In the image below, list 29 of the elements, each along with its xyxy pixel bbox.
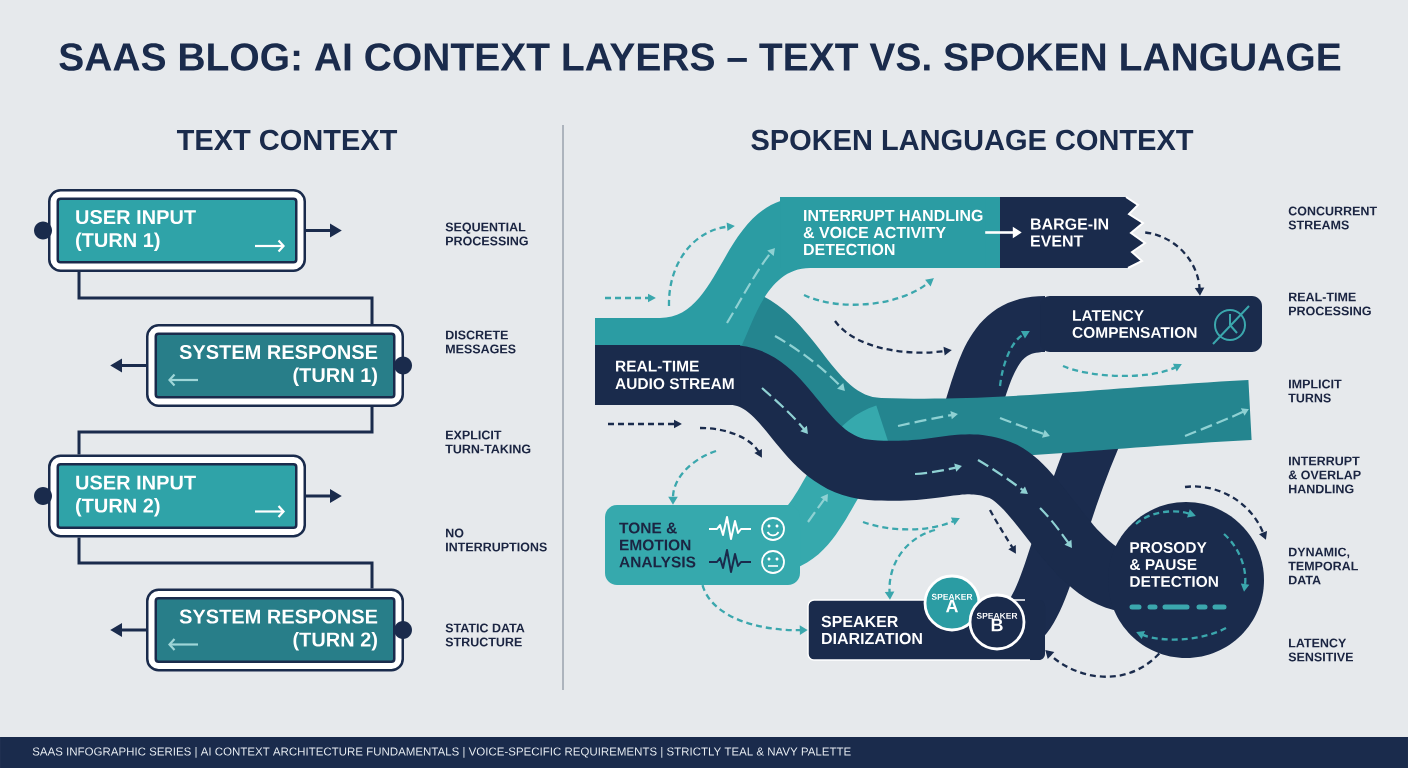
node-label: REAL-TIME AUDIO STREAM xyxy=(615,360,734,390)
stream-band: INTERRUPT HANDLING & VOICE ACTIVITY DETECTION xyxy=(780,197,985,268)
message-box: USER INPUT (TURN 2) xyxy=(48,454,306,538)
feature-note: NO INTERRUPTIONS xyxy=(446,528,547,552)
feature-note: DISCRETE MESSAGES xyxy=(446,330,516,354)
analysis-box: TONE & EMOTION ANALYSIS xyxy=(605,505,800,585)
message-box: SYSTEM RESPONSE (TURN 2) xyxy=(146,588,404,672)
feature-note: DYNAMIC, TEMPORAL DATA xyxy=(1288,547,1358,585)
feature-note: IMPLICIT TURNS xyxy=(1288,379,1342,403)
node-label: TONE & EMOTION ANALYSIS xyxy=(619,522,696,568)
stream-band: REAL-TIME AUDIO STREAM xyxy=(595,345,740,405)
message-box: SYSTEM RESPONSE (TURN 1) xyxy=(146,324,404,407)
node-label: INTERRUPT HANDLING & VOICE ACTIVITY DETECTION xyxy=(803,209,983,256)
feature-note: STATIC DATA STRUCTURE xyxy=(445,623,525,647)
feature-note: LATENCY SENSITIVE xyxy=(1288,638,1353,662)
node-label: LATENCY COMPENSATION xyxy=(1072,310,1197,338)
feature-note: INTERRUPT & OVERLAP HANDLING xyxy=(1288,456,1361,494)
node-label: SPEAKER DIARIZATION xyxy=(821,615,922,645)
feature-note: SEQUENTIAL PROCESSING xyxy=(445,222,528,246)
section-heading: TEXT CONTEXT xyxy=(177,129,398,151)
feature-note: CONCURRENT STREAMS xyxy=(1288,206,1377,230)
event-box: BARGE-IN EVENT xyxy=(1000,196,1147,269)
latency-box: LATENCY COMPENSATION xyxy=(1040,296,1262,352)
section-heading: SPOKEN LANGUAGE CONTEXT xyxy=(751,129,1194,151)
title: SAAS BLOG: AI CONTEXT LAYERS – TEXT VS. SPOKEN LANGUAGE xyxy=(59,43,1341,71)
footer-bar: SAAS INFOGRAPHIC SERIES | AI CONTEXT ARCHITECTURE FUNDAMENTALS | VOICE-SPECIFIC REQUIREMENTS | STRICTLY TEAL & NAVY PALETTE xyxy=(0,737,1408,768)
feature-note: REAL-TIME PROCESSING xyxy=(1289,292,1371,316)
feature-note: EXPLICIT TURN-TAKING xyxy=(445,430,531,454)
message-box: USER INPUT (TURN 1) xyxy=(48,189,306,272)
